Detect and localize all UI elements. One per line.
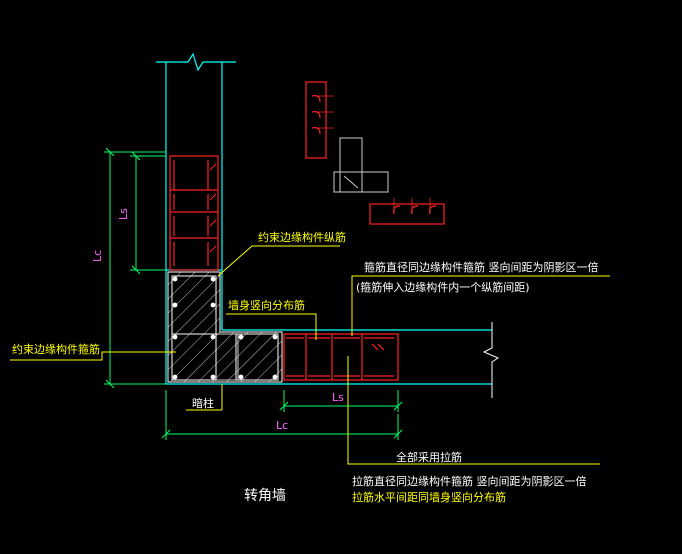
longitudinal-bars bbox=[172, 276, 278, 380]
label-stirrup-note-2: (箍筋伸入边缘构件内一个纵筋间距) bbox=[356, 281, 530, 294]
label-dark-column: 暗柱 bbox=[192, 397, 214, 410]
wall-break-right bbox=[482, 322, 500, 398]
label-all-ties: 全部采用拉筋 bbox=[396, 451, 462, 464]
label-tie-note-1: 拉筋直径同边缘构件箍筋 竖向间距为阴影区一倍 bbox=[352, 475, 587, 488]
vertical-stirrups bbox=[169, 155, 219, 271]
dim-ls-horizontal: Ls bbox=[332, 391, 344, 404]
detail-stirrup-horizontal bbox=[369, 198, 445, 225]
detail-corner-piece bbox=[333, 137, 389, 193]
drawing-title: 转角墙 bbox=[244, 488, 286, 504]
label-stirrup-note-1: 箍筋直径同边缘构件箍筋 竖向间距为阴影区一倍 bbox=[364, 261, 599, 274]
horizontal-stirrups bbox=[283, 333, 399, 381]
dim-ls-vertical: Ls bbox=[117, 208, 130, 220]
dimension-lines bbox=[104, 147, 403, 440]
shaded-zone bbox=[167, 271, 283, 383]
wall-outline bbox=[156, 52, 492, 385]
dim-lc-vertical: Lc bbox=[91, 249, 104, 262]
label-constraint-longitudinal: 约束边缘构件纵筋 bbox=[258, 231, 346, 244]
label-constraint-stirrup: 约束边缘构件箍筋 bbox=[12, 343, 100, 356]
detail-stirrup-vertical bbox=[305, 81, 334, 159]
dim-lc-horizontal: Lc bbox=[276, 419, 289, 432]
leader-lines bbox=[10, 245, 610, 465]
label-tie-note-2: 拉筋水平间距同墙身竖向分布筋 bbox=[352, 491, 506, 504]
label-wall-vertical-dist: 墙身竖向分布筋 bbox=[228, 299, 305, 312]
